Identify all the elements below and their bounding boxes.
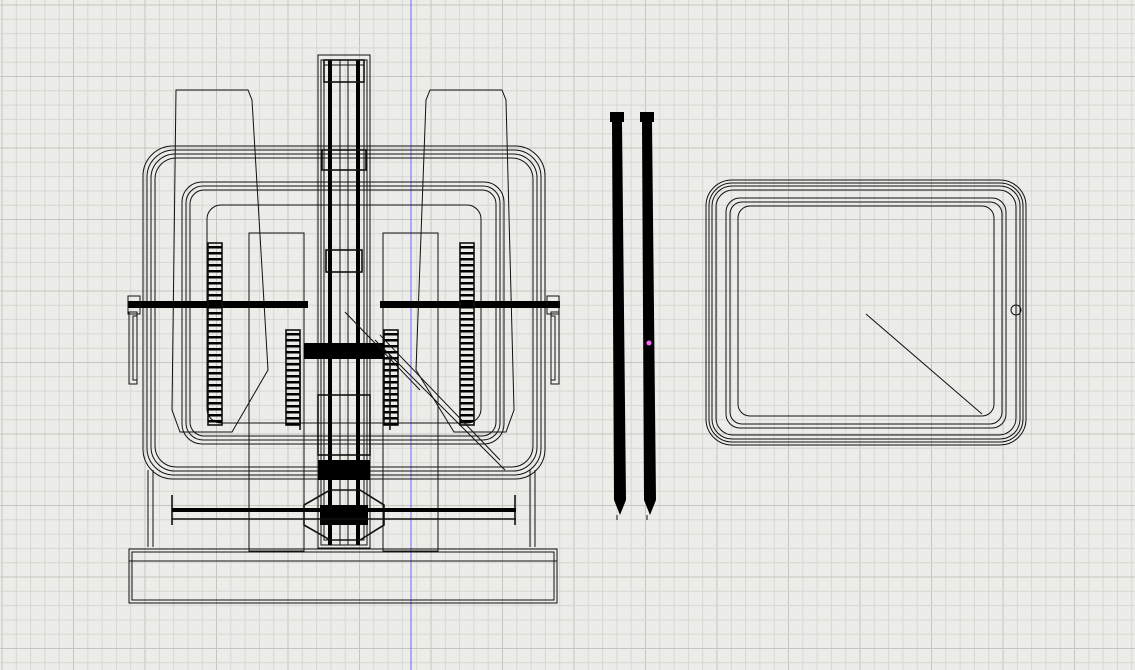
diagonal-braces: [344, 311, 506, 471]
side-rail-right[interactable]: [640, 112, 656, 520]
panel-hole-icon: [1010, 304, 1022, 316]
seat-panels: [248, 232, 439, 552]
outer-frame: [142, 145, 546, 480]
front-assembly-drawing[interactable]: [127, 54, 560, 604]
panel-top-view[interactable]: [705, 179, 1027, 446]
base-plate: [128, 548, 558, 604]
center-mast: [303, 54, 385, 549]
axle-bar: [127, 295, 560, 385]
selection-point[interactable]: [646, 340, 652, 346]
lower-bars: [172, 355, 516, 520]
side-rail-left[interactable]: [610, 112, 626, 520]
seat-backs: [171, 89, 515, 433]
